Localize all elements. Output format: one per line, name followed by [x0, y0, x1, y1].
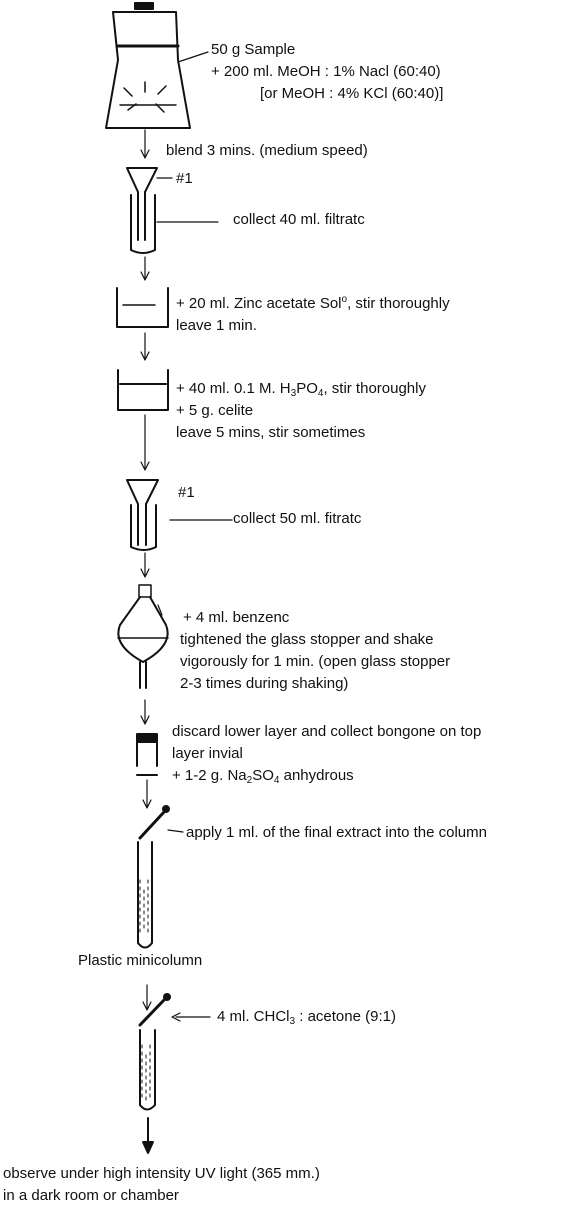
sample-solvent-alt: [or MeOH : 4% KCl (60:40)] — [260, 85, 444, 102]
filter-funnel-1-icon — [126, 167, 219, 254]
discard-step: discard lower layer and collect bongone … — [172, 723, 482, 740]
benzene-vigor: vigorously for 1 min. (open glass stoppe… — [180, 653, 451, 670]
beaker-2-icon — [117, 369, 169, 411]
arrow-3-head — [140, 351, 150, 361]
pipette-icon — [138, 805, 184, 840]
apply-step: apply 1 ml. of the final extract into th… — [186, 824, 487, 841]
benzene-step: + 4 ml. benzenc — [183, 609, 290, 626]
separatory-funnel-icon — [117, 584, 169, 689]
benzene-times: 2-3 times during shaking) — [180, 675, 349, 692]
arrow-5-head — [140, 568, 150, 578]
arrow-6-head — [140, 715, 150, 725]
beaker-1-icon — [116, 287, 169, 328]
vial-icon — [136, 733, 158, 776]
sample-label: 50 g Sample — [211, 41, 296, 58]
discard-vial: layer invial — [172, 745, 243, 762]
filter-2-label: #1 — [178, 484, 195, 501]
arrow-8-head — [142, 1001, 152, 1011]
sample-solvent: + 200 ml. MeOH : 1% Nacl (60:40) — [211, 63, 441, 80]
zinc-step: + 20 ml. Zinc acetate Solo, stir thoroug… — [176, 294, 450, 313]
blender-icon — [105, 2, 209, 129]
acid-leave: leave 5 mins, stir sometimes — [176, 424, 366, 441]
filter-1-collect: collect 40 ml. filtratc — [233, 211, 365, 228]
filter-2-collect: collect 50 ml. fitratc — [233, 510, 362, 527]
observe-step: observe under high intensity UV light (3… — [3, 1165, 320, 1182]
celite-step: + 5 g. celite — [176, 402, 254, 419]
sodium-sulfate-step: + 1-2 g. Na2SO4 anhydrous — [172, 767, 354, 786]
minicolumn-label: Plastic minicolumn — [78, 952, 203, 969]
arrow-2-head — [140, 271, 150, 281]
minicolumn-2-icon — [139, 1029, 156, 1111]
acid-step: + 40 ml. 0.1 M. H3PO4, stir thoroughly — [176, 380, 426, 399]
pipette-2-icon — [138, 993, 211, 1027]
filter-funnel-2-icon — [126, 479, 233, 551]
arrow-4-head — [140, 461, 150, 471]
arrow-1-head — [140, 149, 150, 159]
minicolumn-1-icon — [137, 841, 153, 949]
blend-label: blend 3 mins. (medium speed) — [166, 142, 368, 159]
filter-1-label: #1 — [176, 170, 193, 187]
observe-room: in a dark room or chamber — [3, 1187, 179, 1204]
zinc-leave: leave 1 min. — [176, 317, 257, 334]
benzene-shake: tightened the glass stopper and shake — [180, 631, 434, 648]
arrow-7-head — [142, 799, 152, 809]
elute-step: 4 ml. CHCl3 : acetone (9:1) — [217, 1008, 396, 1027]
arrow-9-head — [142, 1141, 154, 1154]
